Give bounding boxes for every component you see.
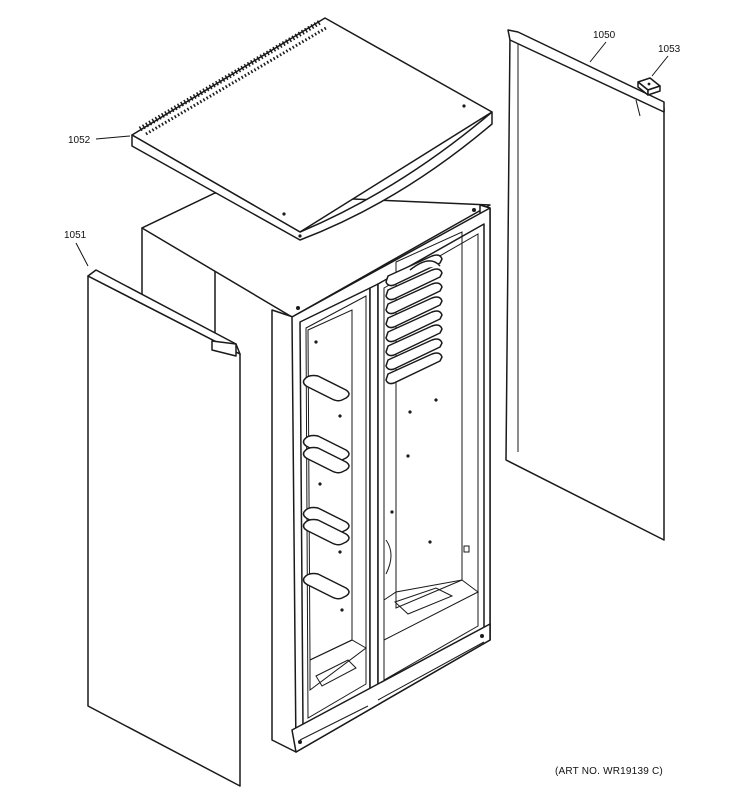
callout-1052: 1052 (68, 135, 131, 146)
svg-text:1051: 1051 (64, 230, 87, 241)
callout-1050: 1050 (589, 30, 616, 63)
bracket-part-1053 (637, 77, 661, 96)
callout-1051: 1051 (64, 230, 89, 267)
svg-text:1053: 1053 (658, 44, 681, 55)
right-side-panel-1050 (505, 29, 665, 541)
svg-text:1052: 1052 (68, 135, 91, 146)
refrigerator-case (141, 192, 491, 753)
svg-text:1050: 1050 (593, 30, 616, 41)
art-number-note: (ART NO. WR19139 C) (555, 766, 663, 777)
callout-1053: 1053 (651, 44, 681, 77)
freezer-shelf-rails (302, 340, 350, 612)
left-side-panel-1051 (87, 269, 241, 787)
fresh-food-shelf-rails (385, 254, 470, 575)
top-cover-1052 (131, 17, 493, 241)
